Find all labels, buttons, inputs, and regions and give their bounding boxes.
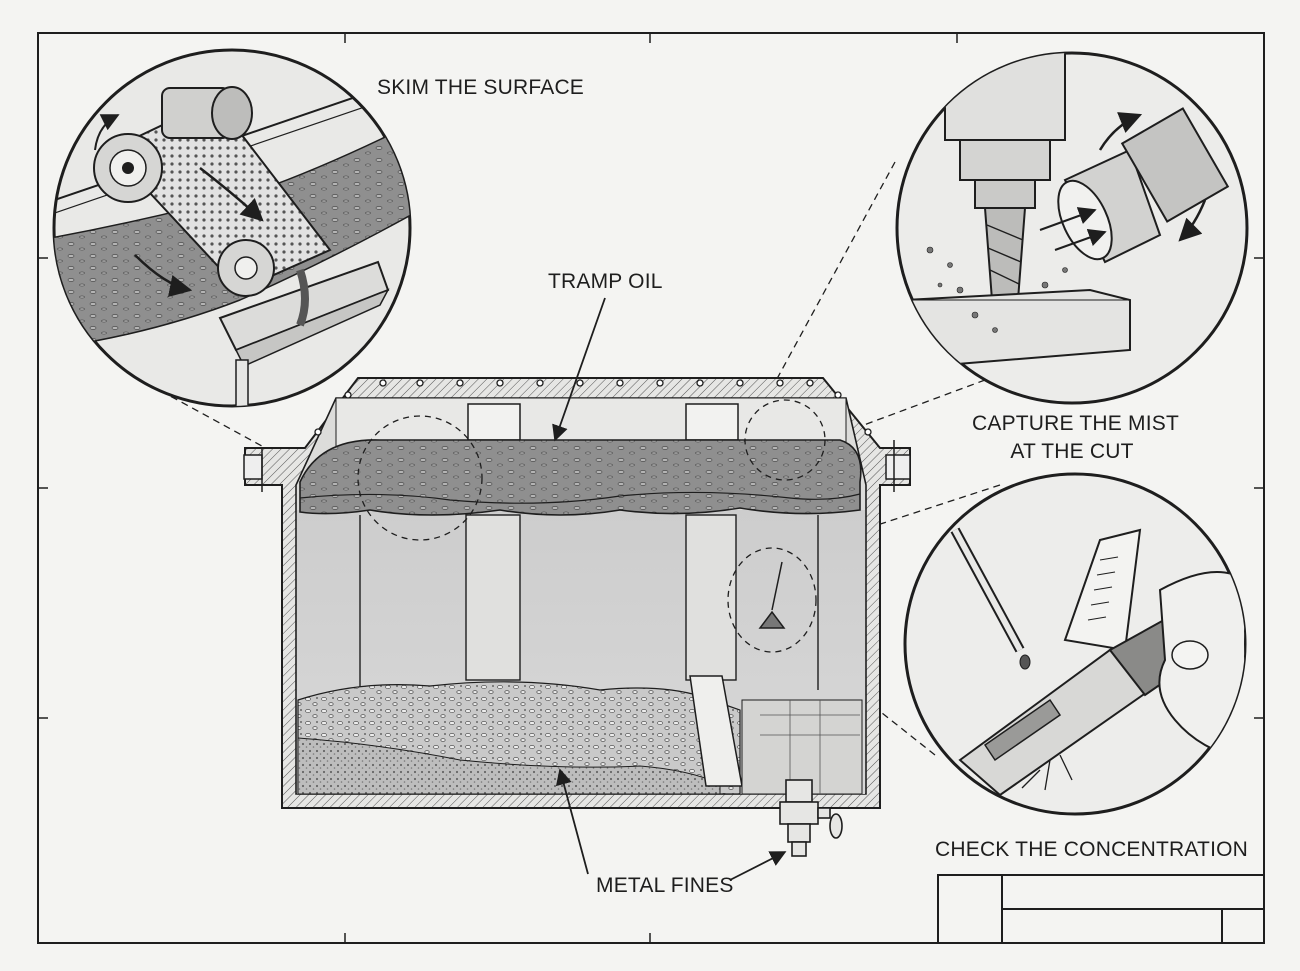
label-metal-fines: METAL FINES [596,874,734,897]
drawing-frame [37,32,1265,944]
label-capture-mist-line1: CAPTURE THE MIST [972,412,1179,435]
mist-collector-detail [895,51,1249,405]
label-capture-mist-line2: AT THE CUT [1010,440,1134,463]
label-skim-surface: SKIM THE SURFACE [377,76,585,99]
label-tramp-oil: TRAMP OIL [548,270,663,293]
label-capture-mist: CAPTURE THE MIST AT THE CUT [972,410,1179,466]
skimmer-belt-detail [52,48,412,408]
label-arrows [552,297,787,881]
refractometer-detail [903,472,1247,816]
title-block [937,874,1265,944]
drain-valve [779,779,843,857]
label-check-concentration: CHECK THE CONCENTRATION [935,838,1249,861]
coolant-tank [243,377,911,857]
